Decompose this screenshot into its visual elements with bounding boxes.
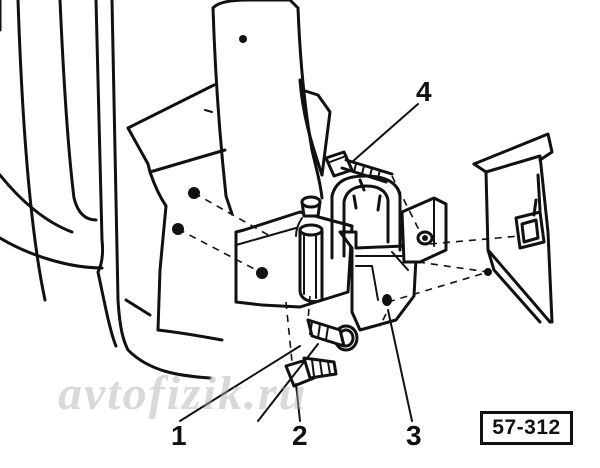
leader-3	[387, 309, 413, 422]
door-hinge	[234, 174, 448, 332]
callout-3: 3	[406, 420, 422, 451]
leader-1b	[257, 343, 319, 422]
leader-2	[295, 383, 301, 422]
door-frame	[0, 0, 212, 380]
callout-2: 2	[292, 420, 308, 451]
alignment-lines	[177, 175, 521, 363]
leader-1	[179, 345, 301, 422]
door-pillar	[211, 0, 332, 216]
leader-4	[351, 103, 419, 163]
figure-code-box: 57-312	[480, 411, 573, 445]
callout-1: 1	[171, 420, 187, 451]
bolt-2	[284, 356, 338, 388]
leader-lines	[179, 103, 419, 422]
door-edge-panel	[472, 132, 554, 324]
bolt-1	[306, 318, 359, 352]
bracket-plate	[400, 196, 448, 264]
bolt-4	[324, 150, 394, 184]
callout-4: 4	[416, 76, 432, 107]
pillar-hole	[239, 35, 247, 43]
hinge-mounting-panel	[124, 83, 227, 342]
hinge-leaf-hole-door	[382, 294, 392, 306]
